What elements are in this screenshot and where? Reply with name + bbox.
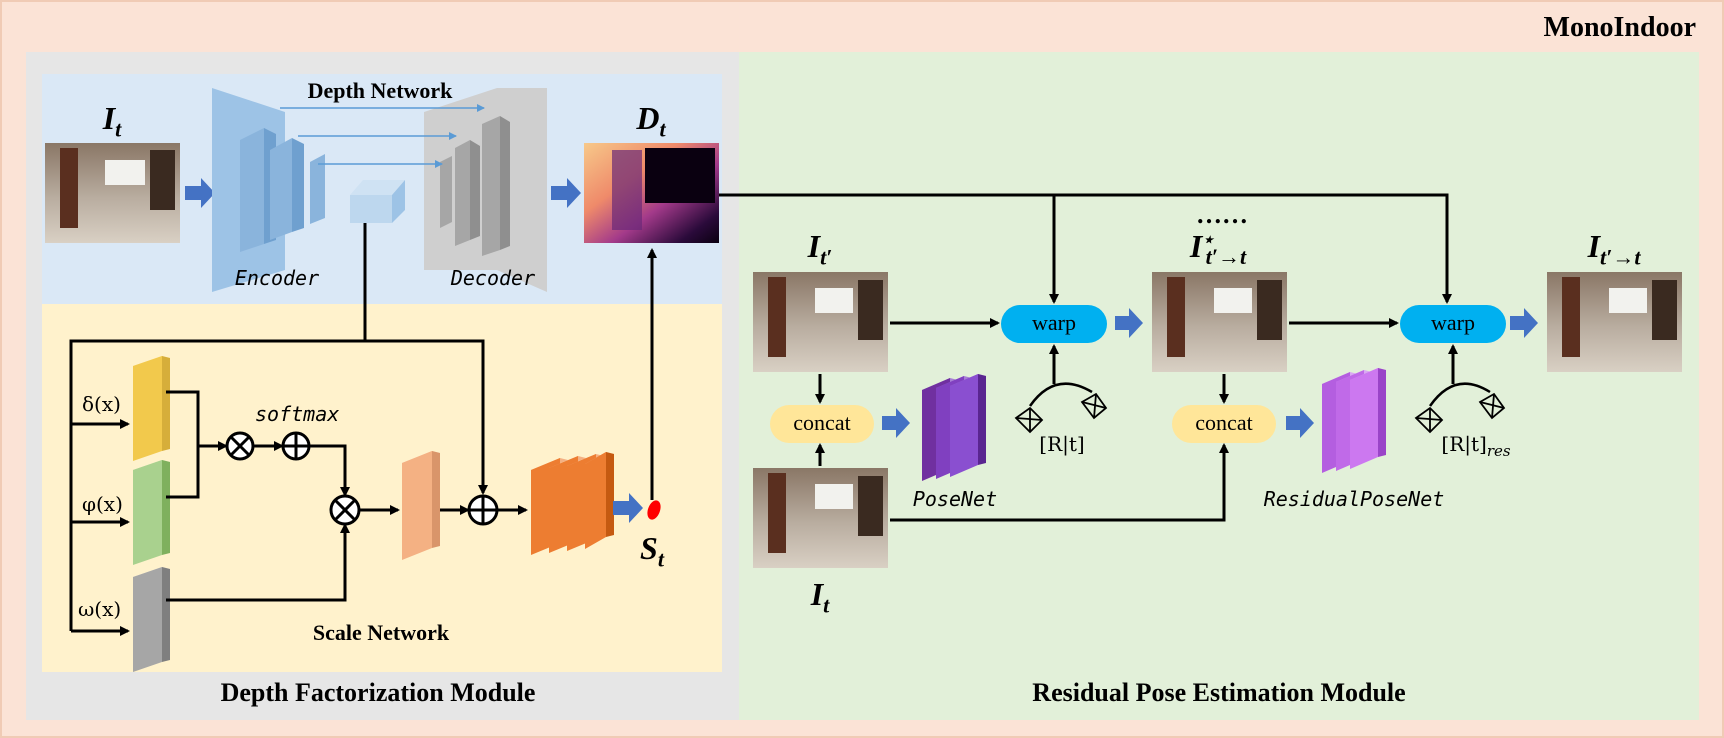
concat-2-box [1172,405,1276,443]
concat-2-label: concat [1195,410,1253,435]
posenet-label: PoseNet [912,487,998,511]
warped-image-sup: ⋆ [1202,229,1214,250]
warped-image-final [1547,272,1682,372]
warped-image-1 [1152,272,1287,372]
scale-factor-sub: t [657,546,664,572]
residual-pose-rt-sub: res [1486,442,1511,460]
bottleneck [350,180,405,223]
warped-image-label: I⋆t′→t [1189,228,1247,270]
concat-1-box [770,405,874,443]
concat-2-out-arrow [1286,408,1314,438]
depth-to-warp-2-line [719,193,1452,304]
delta-label: δ(x) [82,392,121,416]
softmax-label: softmax [255,402,340,426]
scale-conv-stack [531,452,614,555]
delta-block [133,356,170,461]
pose-module-title: Residual Pose Estimation Module [1032,678,1406,707]
arrow-into-depth-map [551,178,581,208]
depth-map-label: Dt [636,100,666,142]
scale-network-title: Scale Network [312,620,450,645]
depth-map-sub: t [659,116,666,142]
encoder-label: Encoder [234,266,320,290]
target-image-pose [753,468,888,568]
multiply-op-1 [225,431,255,461]
feature-block [402,451,440,560]
input-image-label: It [102,100,122,142]
residual-posenet-label: ResidualPoseNet [1263,487,1445,511]
scale-factor-label: St [640,530,664,572]
decoder-label: Decoder [450,266,536,290]
target-to-concat-2-arrow [890,443,1229,522]
bottleneck-to-scale-line [69,223,367,631]
residual-line [365,339,488,495]
input-image-depth [45,143,180,243]
residual-pose-rt-label: [R|t]res [1441,432,1511,460]
residual-posenet-stack [1322,368,1386,473]
omega-block [133,567,170,672]
arrow-into-encoder [185,178,215,208]
warp-1-out-arrow [1115,308,1143,338]
encoder-shape [212,88,325,292]
warped-image-sub: t′→t [1205,244,1247,270]
arrow-into-scale [613,493,643,523]
main-title: MonoIndoor [1543,12,1696,43]
depth-network-title: Depth Network [307,78,453,103]
input-image-sub: t [115,116,122,142]
scale-factor-dot [647,500,661,520]
warp-2-out-arrow [1510,308,1538,338]
warp-1-box [1001,305,1107,343]
warp-2-box [1400,305,1506,343]
concat-1-out-arrow [882,408,910,438]
final-image-label: It′→t [1587,228,1641,270]
delta-out-line [166,390,200,446]
phi-block [133,460,170,565]
target-image-sub: t [823,592,830,618]
pose-module-bg [739,52,1699,720]
pose-rt-label: [R|t] [1039,432,1085,456]
softmax-to-multiply-2 [309,444,350,497]
concat-1-label: concat [793,410,851,435]
ellipsis-label: …… [1196,200,1248,229]
camera-pose-icon-1 [1014,382,1108,434]
final-image-sub: t′→t [1600,244,1641,270]
omega-label: ω(x) [78,597,122,621]
multiply-op-2 [329,494,361,526]
phi-out-line [166,446,200,499]
source-image-label: It′ [807,228,833,270]
phi-label: φ(x) [82,492,123,516]
source-image [753,272,888,372]
decoder-shape [424,88,547,292]
warp-2-label: warp [1431,310,1475,335]
depth-map [584,143,719,243]
depth-module-title: Depth Factorization Module [220,678,536,707]
add-op [467,494,499,526]
target-image-label: It [810,576,830,618]
camera-pose-icon-2 [1414,382,1506,434]
source-image-sub: t′ [820,244,833,270]
warp-1-label: warp [1032,310,1076,335]
posenet-stack [922,374,986,481]
omega-to-multiply-2 [166,523,350,602]
softmax-op [281,431,311,461]
